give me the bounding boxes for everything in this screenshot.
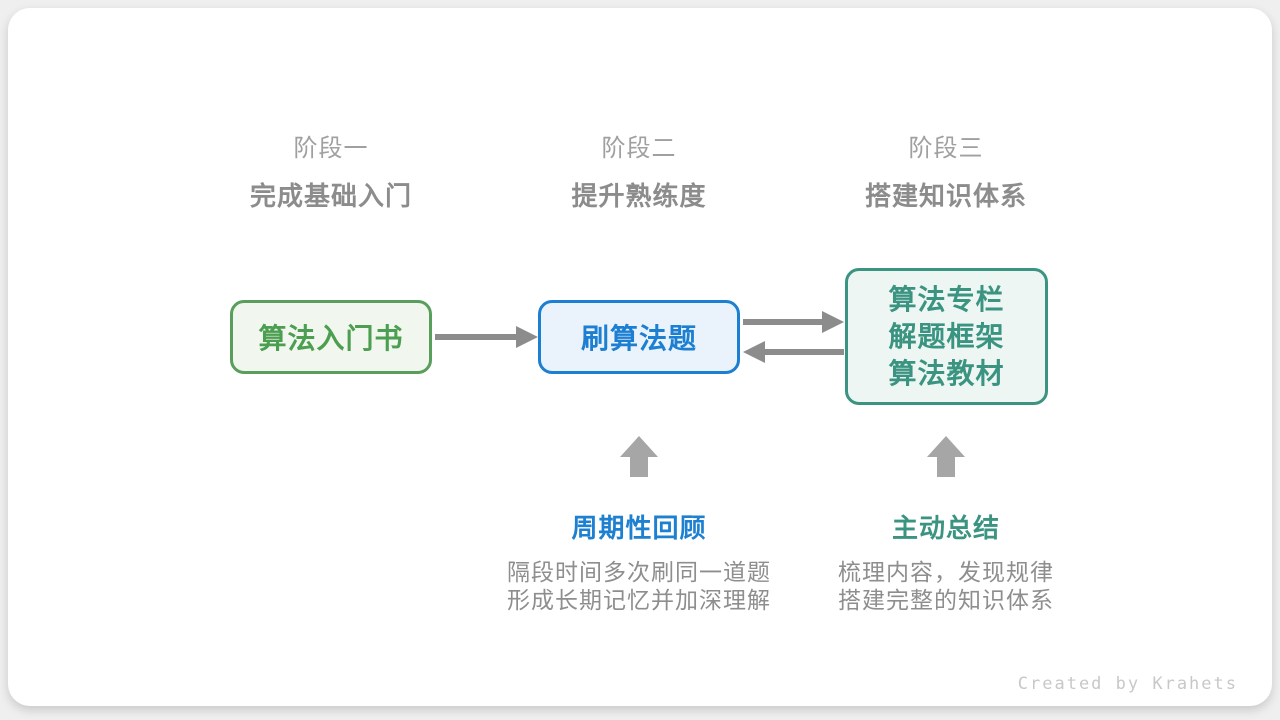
annotation-active-summary-desc: 梳理内容，发现规律 搭建完整的知识体系 bbox=[766, 558, 1126, 614]
node-knowledge-line-1: 算法专栏 bbox=[888, 284, 1005, 315]
annotation-active-summary-title: 主动总结 bbox=[891, 513, 1000, 543]
node-knowledge-line-2: 解题框架 bbox=[888, 321, 1005, 352]
node-practice-problems: 刷算法题 bbox=[538, 300, 740, 374]
node-knowledge-line-3: 算法教材 bbox=[888, 358, 1005, 389]
desc-line: 形成长期记忆并加深理解 bbox=[507, 587, 771, 613]
desc-line: 梳理内容，发现规律 bbox=[838, 559, 1054, 585]
stage-1-label: 阶段一 bbox=[293, 135, 369, 162]
annotation-periodic-review-desc: 隔段时间多次刷同一道题 形成长期记忆并加深理解 bbox=[459, 558, 819, 614]
stage-1-subtitle: 完成基础入门 bbox=[249, 181, 412, 211]
desc-line: 隔段时间多次刷同一道题 bbox=[507, 559, 771, 585]
stage-2-label: 阶段二 bbox=[601, 135, 677, 162]
credit-text: Created by Krahets bbox=[1017, 674, 1238, 694]
node-practice-problems-label: 刷算法题 bbox=[580, 323, 697, 354]
stage-3-subtitle: 搭建知识体系 bbox=[864, 181, 1027, 211]
node-intro-book-label: 算法入门书 bbox=[258, 323, 404, 354]
stage-3-label: 阶段三 bbox=[908, 135, 984, 162]
node-knowledge-sources: 算法专栏 解题框架 算法教材 bbox=[845, 268, 1048, 405]
annotation-periodic-review-title: 周期性回顾 bbox=[571, 513, 707, 543]
node-intro-book: 算法入门书 bbox=[230, 300, 432, 374]
stage-2-subtitle: 提升熟练度 bbox=[571, 181, 707, 211]
desc-line: 搭建完整的知识体系 bbox=[838, 587, 1054, 613]
